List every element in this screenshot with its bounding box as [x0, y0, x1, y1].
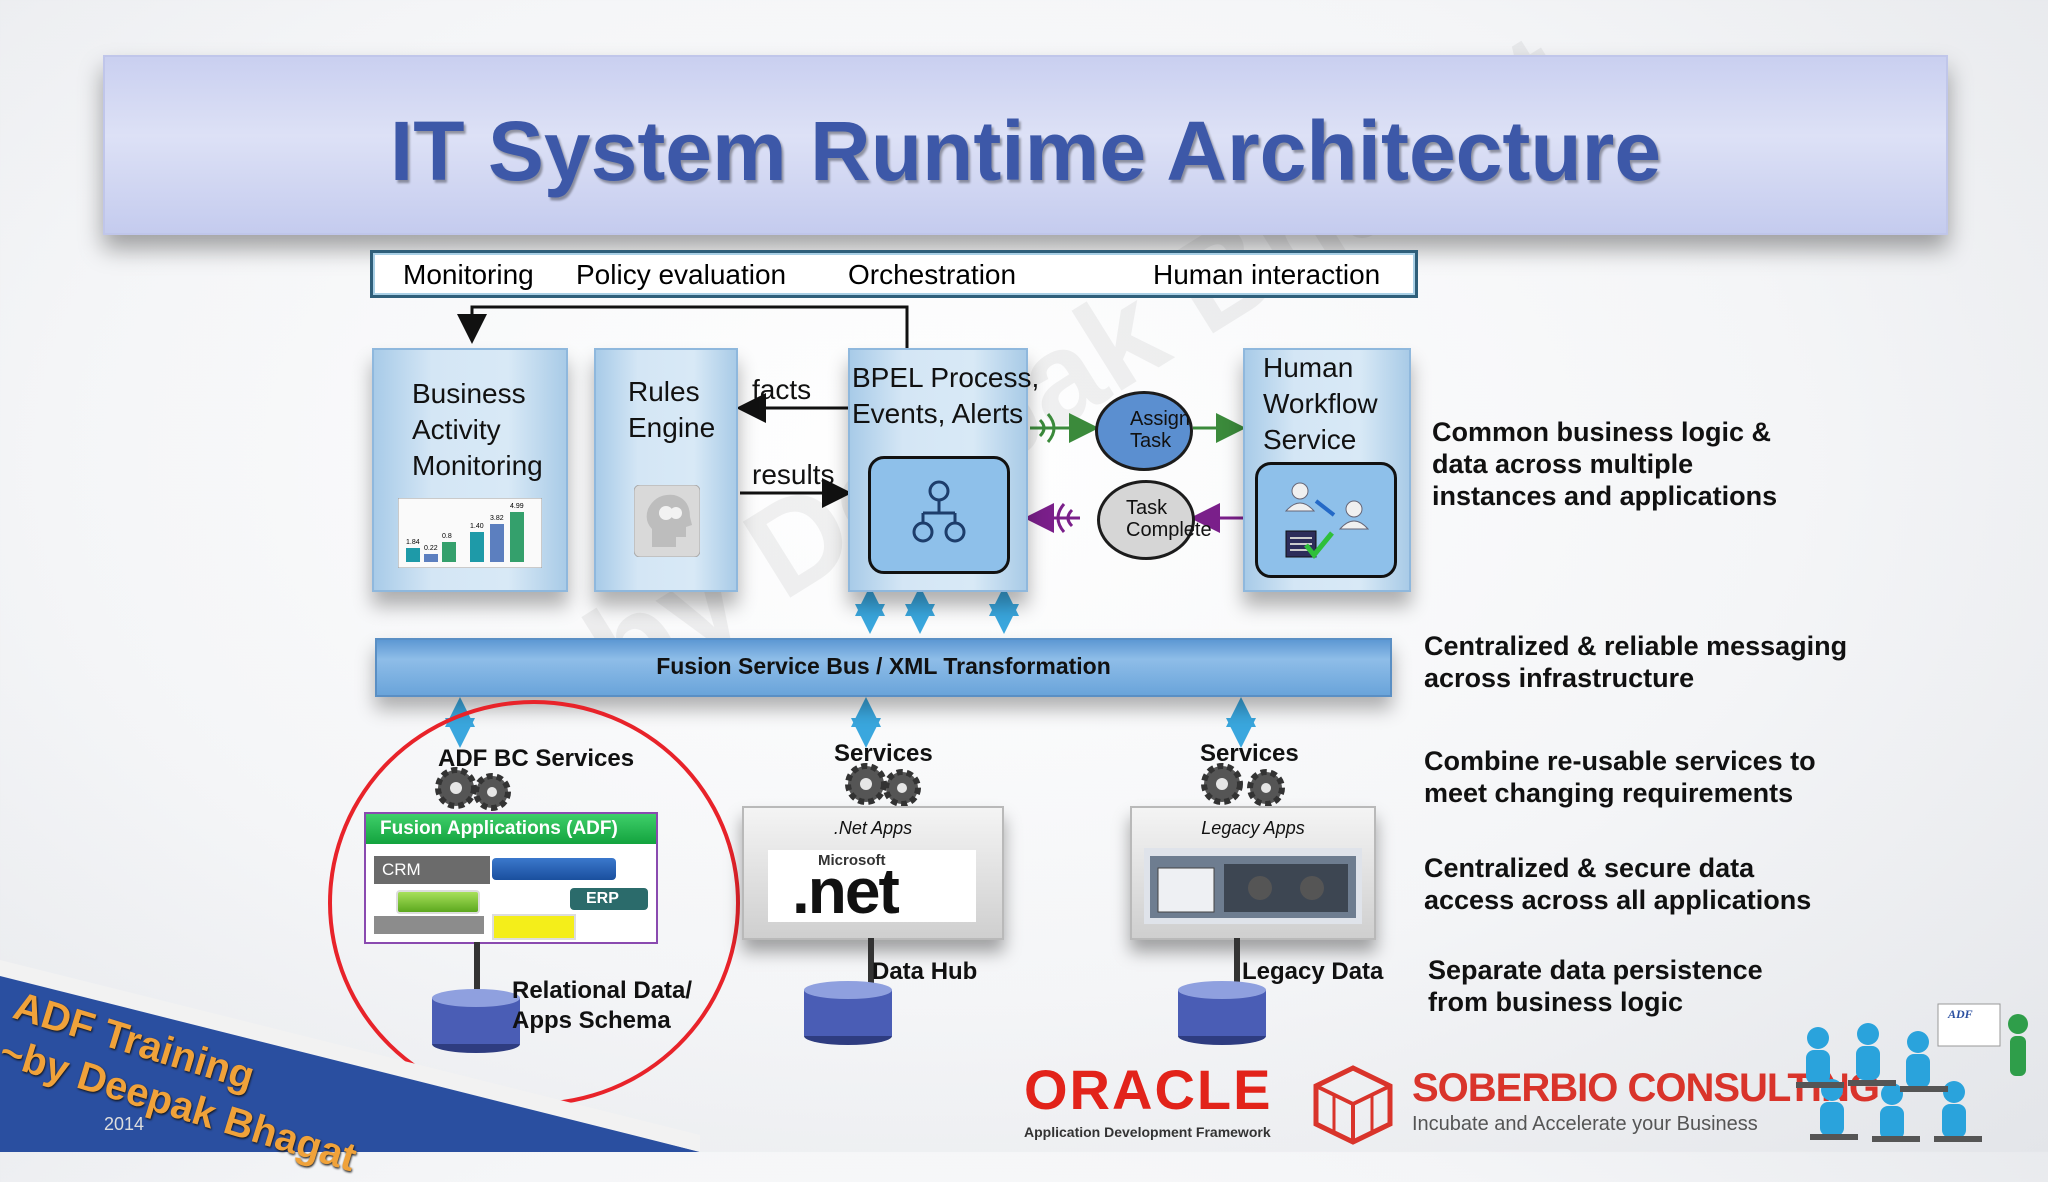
capabilities-bar: Monitoring Policy evaluation Orchestrati…	[370, 250, 1418, 298]
bam-label-2: Activity	[412, 414, 501, 445]
dotnet-logo: Microsoft .net	[768, 850, 976, 927]
workflow-box	[1255, 462, 1397, 578]
note-line: Centralized & secure data	[1424, 853, 1755, 883]
legacy-apps-caption: Legacy Apps	[1201, 818, 1305, 838]
bam-chart-value: 0.8	[442, 533, 452, 540]
bus-label: Fusion Service Bus / XML Transformation	[656, 653, 1111, 679]
bam-panel: Business Activity Monitoring 1.84 0.22 0…	[372, 348, 568, 592]
net-db-stem	[868, 938, 874, 994]
assign-label-2: Task	[1130, 430, 1172, 452]
legacy-services-label: Services	[1200, 740, 1299, 767]
database-icon	[804, 981, 892, 1045]
page-title: IT System Runtime Architecture	[389, 104, 1662, 198]
data-hub-label: Data Hub	[872, 958, 978, 985]
note-line: access across all applications	[1424, 885, 1812, 915]
hw-label-3: Service	[1263, 424, 1357, 455]
users-task-icon	[1284, 482, 1370, 559]
hw-label-1: Human	[1263, 352, 1354, 383]
note-line: Centralized & reliable messaging	[1424, 631, 1848, 661]
bpel-label-2: Events, Alerts	[852, 398, 1024, 429]
oracle-subtitle: Application Development Framework	[1024, 1124, 1271, 1140]
note-line: meet changing requirements	[1424, 778, 1794, 808]
rules-label-1: Rules	[628, 376, 700, 407]
label-policy-evaluation: Policy evaluation	[576, 259, 787, 290]
note-common-logic: Common business logic & data across mult…	[1432, 416, 1777, 512]
rules-engine-panel: Rules Engine	[594, 348, 738, 592]
complete-label-2: Complete	[1126, 519, 1212, 541]
bam-chart-value: 0.22	[424, 545, 438, 552]
note-line: Separate data persistence	[1428, 955, 1763, 985]
adf-badge: ADF	[1947, 1007, 1973, 1021]
bam-chart-value: 1.84	[406, 539, 420, 546]
label-human-interaction: Human interaction	[1153, 259, 1381, 290]
note-reusable-services: Combine re-usable services to meet chang…	[1424, 745, 1816, 809]
soberbio-cube-icon	[1313, 1065, 1393, 1145]
legacy-apps-box: Legacy Apps	[1130, 806, 1376, 940]
note-line: Common business logic &	[1432, 417, 1772, 447]
net-services-label: Services	[834, 740, 933, 767]
legacy-db-stem	[1234, 938, 1240, 994]
rules-label-2: Engine	[628, 412, 716, 443]
note-persistence: Separate data persistence from business …	[1428, 954, 1763, 1018]
label-orchestration: Orchestration	[848, 259, 1017, 290]
complete-label-1: Task	[1126, 497, 1168, 519]
soberbio-tagline: Incubate and Accelerate your Business	[1412, 1113, 1758, 1135]
oracle-logo: ORACLE Application Development Framework	[1024, 1058, 1273, 1141]
connector-arrows	[445, 305, 1256, 748]
process-flow-icon	[912, 480, 966, 543]
net-apps-caption: .Net Apps	[833, 818, 913, 838]
assign-label-1: Assign	[1130, 408, 1191, 430]
label-monitoring: Monitoring	[403, 259, 534, 290]
title-banner: IT System Runtime Architecture	[103, 55, 1948, 235]
note-line: data across multiple	[1432, 449, 1694, 479]
bpel-label-1: BPEL Process,	[852, 362, 1040, 393]
footer-year: 2014	[104, 1114, 145, 1134]
note-line: instances and applications	[1432, 481, 1778, 511]
legacy-data-label: Legacy Data	[1242, 958, 1384, 985]
results-label: results	[752, 459, 835, 490]
facts-label: facts	[752, 374, 812, 405]
note-data-access: Centralized & secure data access across …	[1424, 852, 1811, 916]
human-workflow-panel: Human Workflow Service	[1243, 348, 1411, 592]
gears-icon	[845, 763, 921, 807]
microsoft-label: Microsoft	[818, 852, 886, 869]
bam-chart-value: 1.40	[470, 523, 484, 530]
footer-ribbon	[0, 960, 700, 1152]
bam-chart-icon: 1.84 0.22 0.8 1.40 3.82 4.99	[398, 498, 542, 568]
brain-head-icon	[634, 485, 700, 557]
assign-task-node: Assign Task	[1095, 391, 1193, 471]
gears-icon	[1201, 763, 1285, 807]
bpel-panel: BPEL Process, Events, Alerts	[848, 348, 1039, 592]
note-line: across infrastructure	[1424, 663, 1695, 693]
bam-label-3: Monitoring	[412, 450, 543, 481]
mainframe-server-icon	[1144, 848, 1362, 924]
note-messaging: Centralized & reliable messaging across …	[1424, 630, 1847, 694]
database-icon	[1178, 981, 1266, 1045]
task-complete-node: Task Complete	[1097, 480, 1212, 560]
bam-label-1: Business	[412, 378, 526, 409]
classroom-illustration: ADF	[1796, 1003, 2028, 1142]
net-apps-box: .Net Apps Microsoft .net	[742, 806, 1004, 940]
fusion-service-bus: Fusion Service Bus / XML Transformation	[375, 638, 1392, 697]
note-line: Combine re-usable services to	[1424, 746, 1816, 776]
bam-chart-value: 3.82	[490, 515, 504, 522]
bpel-process-box	[868, 456, 1010, 574]
oracle-wordmark: ORACLE	[1024, 1058, 1273, 1121]
note-line: from business logic	[1428, 987, 1684, 1017]
bam-chart-value: 4.99	[510, 503, 524, 510]
dotnet-wordmark: .net	[792, 855, 900, 927]
hw-label-2: Workflow	[1263, 388, 1378, 419]
